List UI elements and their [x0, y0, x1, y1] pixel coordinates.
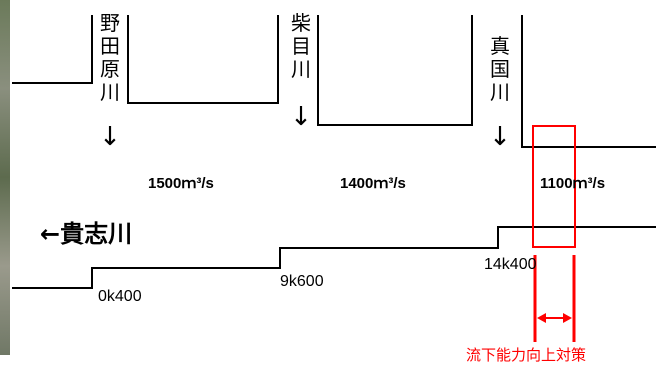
measure-arrow-head-left	[537, 313, 546, 323]
down-arrow-icon: ↓	[290, 102, 312, 132]
measure-arrow-head-right	[563, 313, 572, 323]
tributary-name: 野 田 原 川	[100, 11, 120, 104]
lower-bed-line	[12, 226, 656, 289]
tributary-name: 真 国 川	[490, 34, 510, 104]
main-river-label: ←貴志川	[40, 220, 133, 248]
station-label: 9k600	[280, 273, 324, 290]
flow-label: 1400ｍ³/s	[340, 175, 406, 192]
photo-strip	[0, 0, 10, 355]
measure-box	[532, 125, 576, 248]
flow-label: 1500ｍ³/s	[148, 175, 214, 192]
down-arrow-icon: ↓	[489, 122, 511, 152]
upper-bank-line	[317, 15, 473, 126]
upper-bank-line	[12, 15, 93, 84]
flow-label: 1100ｍ³/s	[540, 175, 606, 192]
tributary-name: 柴 目 川	[291, 11, 311, 81]
station-label: 0k400	[98, 288, 142, 305]
station-label: 14k400	[484, 256, 537, 273]
down-arrow-icon: ↓	[99, 122, 121, 152]
upper-bank-line	[521, 15, 656, 148]
upper-bank-line	[127, 15, 279, 104]
measure-label: 流下能力向上対策	[466, 346, 587, 364]
